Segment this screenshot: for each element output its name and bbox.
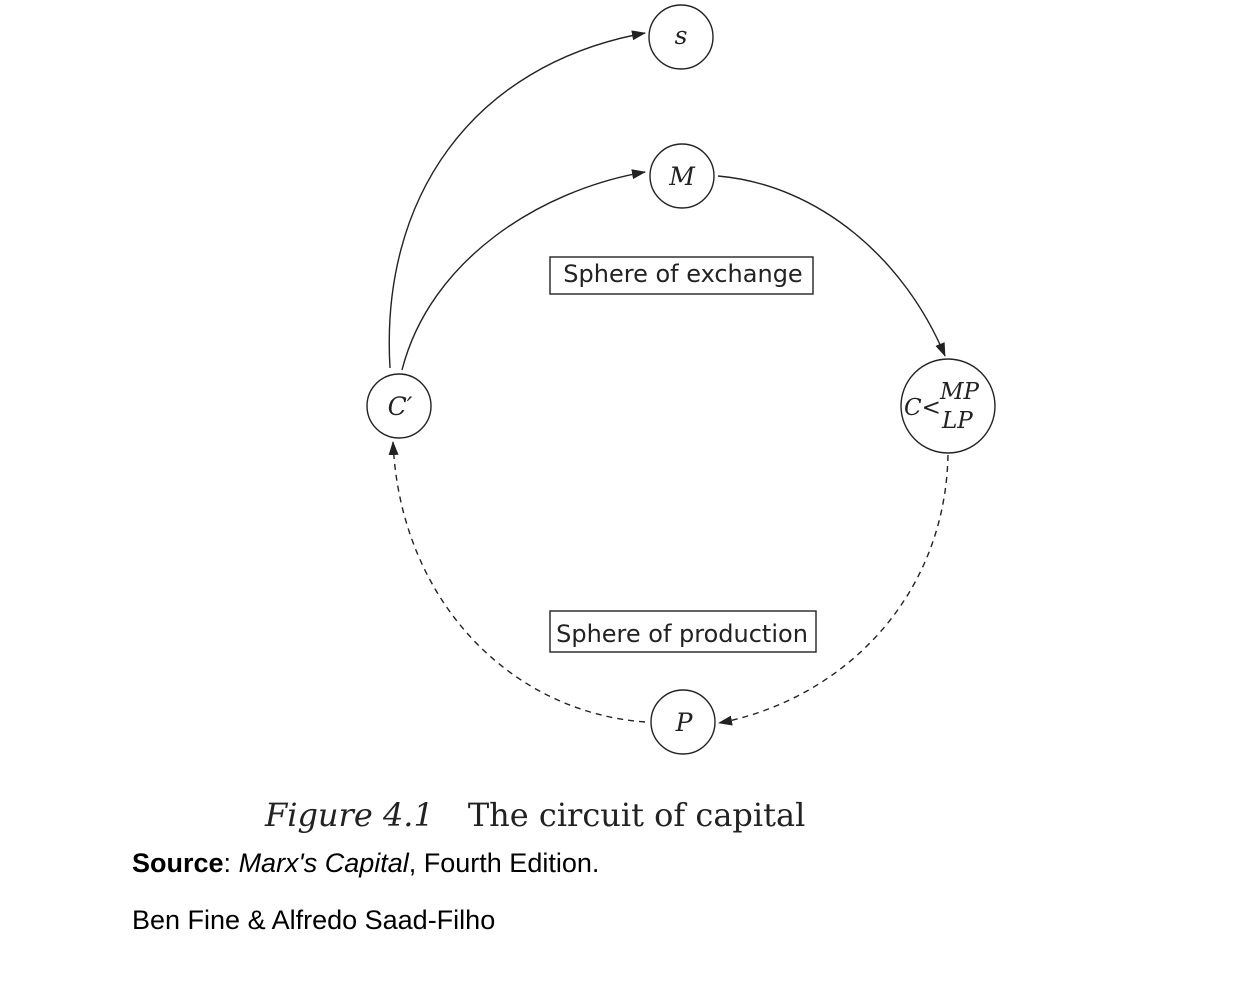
node-p-label: P xyxy=(675,708,694,737)
node-c-label: C< xyxy=(904,395,941,421)
node-lp-label: LP xyxy=(941,408,973,434)
arrow-m-to-c xyxy=(717,175,946,357)
node-s-label: s xyxy=(675,21,688,50)
figure-caption: Figure 4.1 The circuit of capital xyxy=(265,796,805,834)
production-box xyxy=(549,610,817,653)
arrow-p-to-c-prime xyxy=(388,441,646,723)
sphere-of-exchange-label: Sphere of exchange xyxy=(563,260,802,288)
node-c-prime-label: C′ xyxy=(388,392,413,421)
node-mp-label: MP xyxy=(939,379,980,405)
node-s-circle xyxy=(648,4,714,70)
source-authors: Ben Fine & Alfredo Saad-Filho xyxy=(132,905,496,935)
figure-number: Figure 4.1 xyxy=(265,796,434,834)
node-c-prime-circle xyxy=(366,373,432,439)
arrow-c-prime-to-s xyxy=(388,30,646,369)
node-p-circle xyxy=(650,689,716,755)
figure-title: The circuit of capital xyxy=(467,796,806,834)
sphere-of-production-label: Sphere of production xyxy=(556,620,808,648)
source-colon: : xyxy=(223,848,239,878)
source-line: Source: Marx's Capital, Fourth Edition. xyxy=(132,848,599,879)
source-edition: , Fourth Edition. xyxy=(408,848,600,878)
arrow-c-to-p xyxy=(718,454,949,726)
exchange-box xyxy=(549,256,814,295)
node-c-circle xyxy=(900,358,996,454)
source-label: Source xyxy=(132,848,224,878)
node-m-label: M xyxy=(668,162,696,191)
node-m-circle xyxy=(649,143,715,209)
source-book: Marx's Capital xyxy=(238,848,409,878)
arrow-c-prime-to-m xyxy=(401,169,646,371)
